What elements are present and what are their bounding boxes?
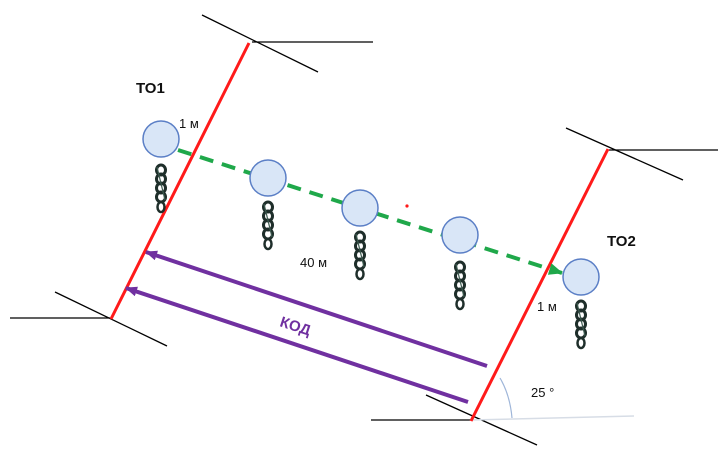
label-40m: 40 м xyxy=(300,255,327,270)
buoy-icon xyxy=(341,189,379,227)
center-marker-dot xyxy=(405,204,409,208)
label-to2: ТО2 xyxy=(607,233,636,250)
angle-arc xyxy=(499,377,513,419)
right-boundary-line xyxy=(469,148,610,422)
buoy-4 xyxy=(441,216,479,311)
rope-icon xyxy=(454,260,466,311)
frame-lines xyxy=(10,14,718,446)
buoy-2 xyxy=(249,159,287,251)
rope-icon xyxy=(575,299,587,350)
label-to1: ТО1 xyxy=(136,80,165,97)
label-1m-top: 1 м xyxy=(179,116,199,131)
kod-arrow-upper xyxy=(145,250,488,368)
angle-baseline xyxy=(470,415,635,421)
rope-icon xyxy=(155,163,167,214)
buoy-to1 xyxy=(142,120,180,214)
buoy-to2 xyxy=(562,258,600,350)
buoy-icon xyxy=(562,258,600,296)
label-angle: 25 ° xyxy=(531,385,554,400)
frame-line-top-diagonal xyxy=(201,14,319,73)
label-kod: КОД xyxy=(278,314,313,340)
kod-arrow-lower xyxy=(125,286,469,404)
rope-icon xyxy=(354,230,366,281)
buoy-icon xyxy=(441,216,479,254)
buoy-3 xyxy=(341,189,379,281)
buoy-icon xyxy=(142,120,180,158)
label-1m-right: 1 м xyxy=(537,299,557,314)
left-boundary-line xyxy=(109,42,251,320)
frame-line-right-diagonal xyxy=(565,127,684,181)
buoy-icon xyxy=(249,159,287,197)
rope-icon xyxy=(262,200,274,251)
